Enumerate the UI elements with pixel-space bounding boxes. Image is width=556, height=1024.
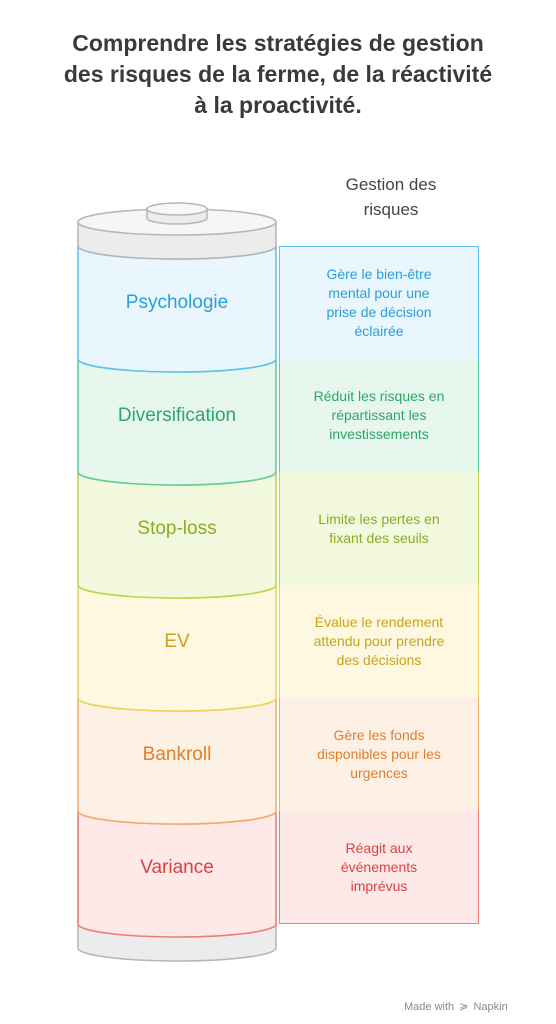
description-line: des décisions	[336, 652, 422, 668]
layer-label: Stop-loss	[137, 517, 217, 539]
layer-description: Gère les fonds disponibles pour les urgenc…	[279, 698, 479, 812]
layer-label: Bankroll	[142, 743, 212, 765]
layer-label: EV	[164, 630, 190, 652]
layer-description: Évalue le rendement attendu pour prendre d…	[279, 585, 479, 699]
layer-label: Psychologie	[125, 291, 229, 313]
layer-description: Gère le bien-être mental pour une prise de…	[279, 246, 479, 360]
description-line: attendu pour prendre	[313, 633, 445, 649]
description-line: Réagit aux	[345, 839, 413, 856]
description-line: disponibles pour les	[317, 746, 441, 762]
title-line: à la proactivité.	[194, 92, 362, 118]
description-line: urgences	[350, 765, 408, 781]
column-header-line: risques	[363, 200, 419, 219]
description-line: événements	[340, 858, 418, 875]
description-line: prise de décision	[326, 304, 432, 320]
description-line: Gère les fonds	[333, 727, 425, 743]
layer-description: Réduit les risques en répartissant les inv…	[279, 359, 479, 473]
title-line: Comprendre les stratégies de gestion	[72, 30, 484, 56]
description-line: Gère le bien-être	[326, 266, 432, 282]
description-line: fixant des seuils	[329, 529, 429, 546]
diagram-title: Comprendre les stratégies de gestion des…	[20, 28, 536, 121]
description-line: imprévus	[350, 877, 408, 894]
layer-label: Diversification	[117, 404, 237, 426]
title-line: des risques de la ferme, de la réactivit…	[63, 61, 493, 87]
footer-brand: Napkin	[473, 1001, 508, 1013]
column-header-line: Gestion des	[345, 175, 437, 194]
description-line: Évalue le rendement	[314, 614, 444, 630]
column-header: Gestion des risques	[310, 172, 472, 222]
description-line: mental pour une	[328, 285, 430, 301]
cylinder-terminal-face	[146, 202, 208, 216]
layer-description: Réagit aux événements imprévus	[279, 811, 479, 924]
footer-prefix: Made with	[404, 1001, 455, 1013]
description-line: Limite les pertes en	[318, 510, 440, 527]
description-line: éclairée	[354, 323, 404, 339]
layer-description: Limite les pertes en fixant des seuils	[279, 472, 479, 586]
napkin-logo-icon: ≽	[459, 1001, 469, 1013]
layer-label: Variance	[140, 856, 214, 878]
description-line: Réduit les risques en	[313, 388, 445, 404]
description-line: répartissant les	[331, 407, 427, 423]
description-line: investissements	[329, 426, 429, 442]
made-with-napkin: Made with ≽ Napkin	[404, 1000, 508, 1013]
